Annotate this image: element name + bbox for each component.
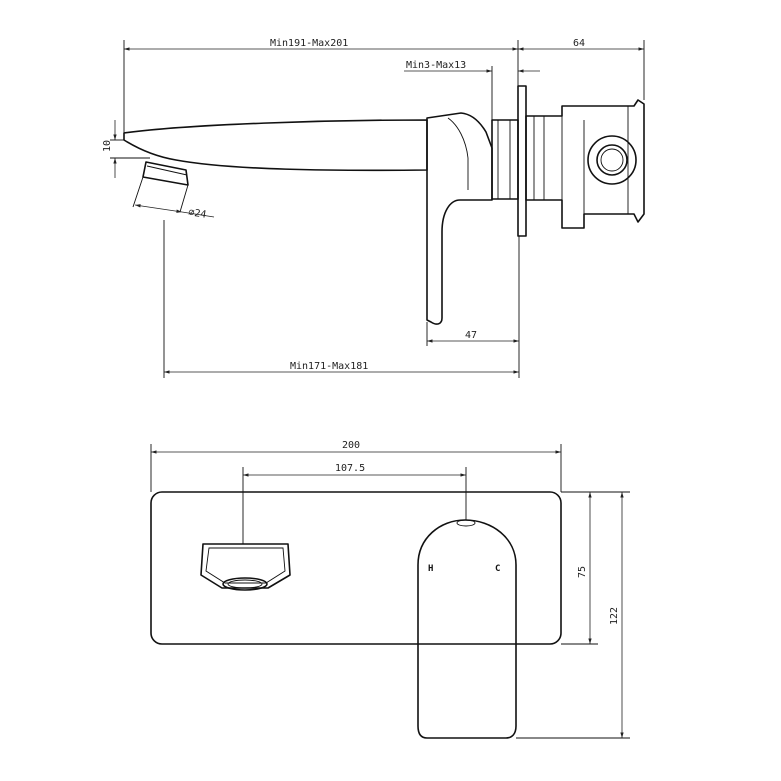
label-wall-gap: Min3-Max13 [406,60,466,71]
cold-mark: C [495,564,500,574]
front-view: H C 200 107.5 75 122 [150,440,630,739]
label-backplate-to-body: 64 [573,38,585,49]
label-aerator-diameter: ∅24 [188,207,208,221]
spout-outlet [200,543,291,589]
label-plate-width: 200 [342,440,360,451]
label-plate-height: 75 [577,566,588,578]
wall-flange [517,85,527,237]
inlet-port [587,135,637,185]
side-view: Min191-Max201 64 Min3-Max13 10 ∅24 47 Mi… [102,38,645,378]
lever-handle [417,519,517,739]
label-lever-depth: 47 [465,330,477,341]
dim-aerator-diameter [134,204,183,213]
lever-cap [456,519,476,527]
label-spout-height: 10 [102,140,113,152]
valve-body [525,99,645,229]
label-center-distance: 107.5 [335,463,365,474]
label-overall-height: 122 [609,607,620,625]
back-plate [150,491,562,645]
label-overall-length: Min191-Max201 [270,38,348,49]
shank [491,119,519,200]
spout [123,119,428,172]
aerator-face [222,577,268,591]
label-spout-reach: Min171-Max181 [290,361,368,372]
mixer-body [426,112,493,325]
hot-mark: H [428,564,433,574]
